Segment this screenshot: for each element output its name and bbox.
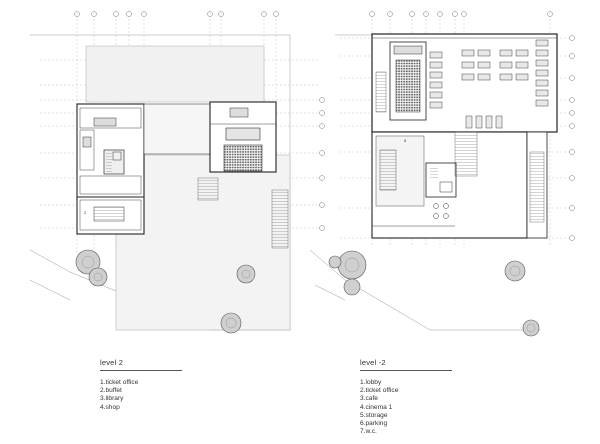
room-item: 3.cafe [360,395,378,403]
room-list: 1.lobby 2.ticket office 3.cafe 4.cinema … [360,379,452,436]
room-item: 7.w.c. [360,428,377,436]
legend-level-minus-2: level -2 1.lobby 2.ticket office 3.cafe … [360,358,452,436]
room-number-label: 5 [404,138,407,143]
room-item: 1.lobby [360,379,382,386]
plan-level-minus-2: 5 [309,11,575,337]
plan-title: level -2 [360,358,386,367]
room-item: 4.cinema 1 [360,403,393,411]
room-item: 5.storage [360,411,388,419]
plan-level-2: 2 [29,11,325,334]
room-list: 1.ticket office 2.buffet 3.library 4.sho… [100,379,182,412]
room-item: 3.library [100,395,124,403]
room-number-label: 2 [84,210,87,215]
room-item: 2.ticket office [360,387,399,395]
plan-title: level 2 [100,358,124,367]
legend-level-2: level 2 1.ticket office 2.buffet 3.libra… [100,358,182,412]
room-item: 1.ticket office [100,379,139,386]
title-underline [100,370,182,371]
title-underline [360,370,452,371]
room-item: 2.buffet [100,387,122,395]
room-item: 4.shop [100,403,120,411]
room-item: 6.parking [360,420,388,428]
